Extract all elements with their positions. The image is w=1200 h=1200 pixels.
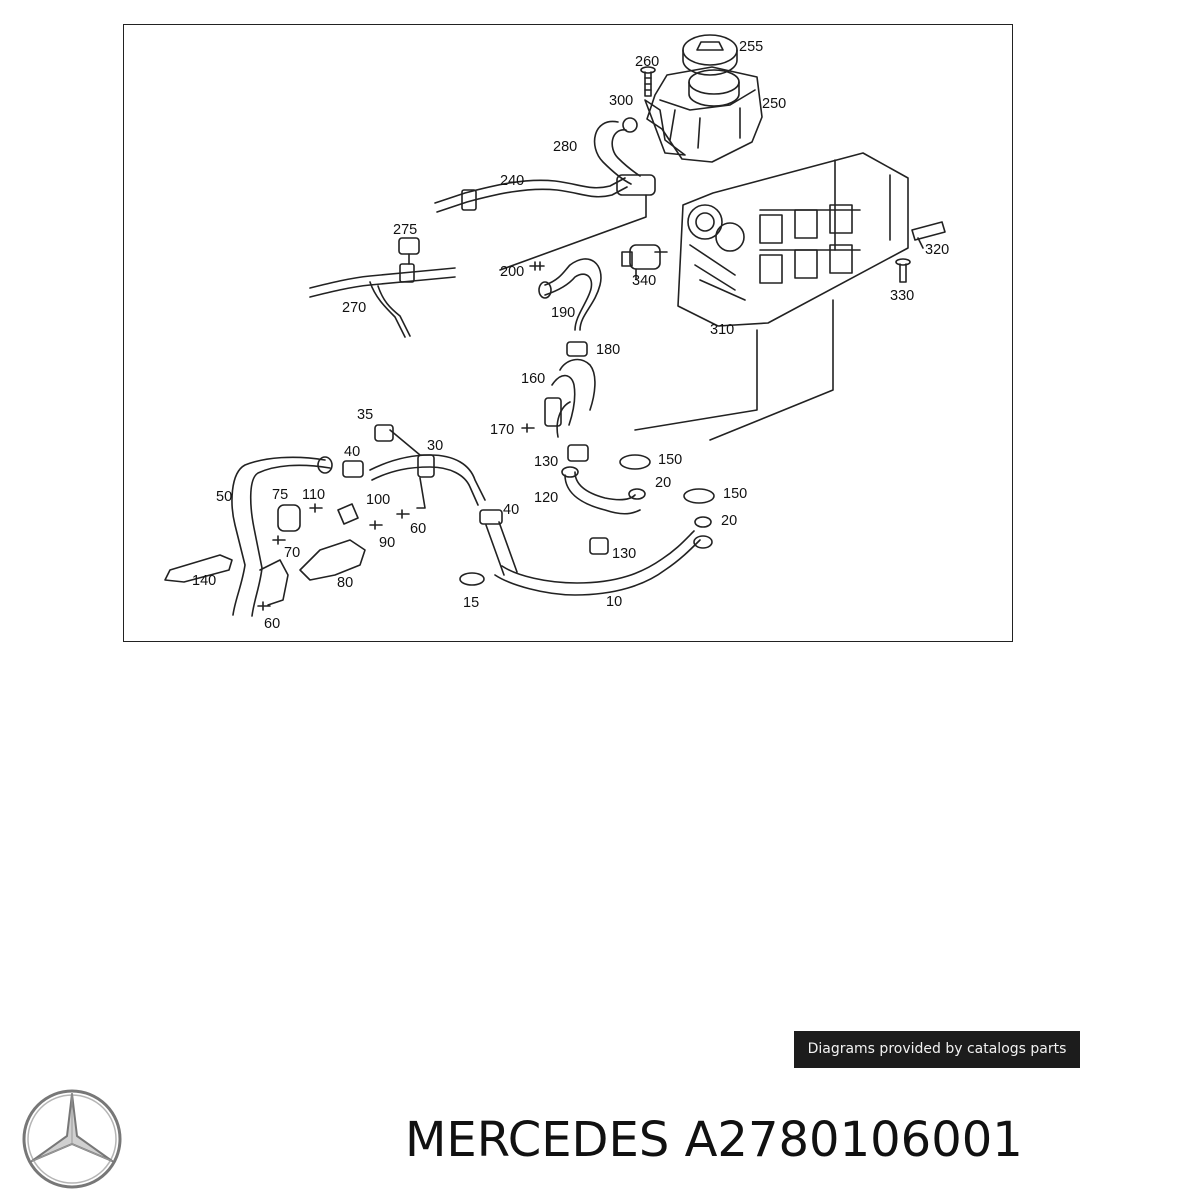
- callout-label: 340: [632, 273, 656, 289]
- clamp-130-top-drawing: [567, 444, 589, 462]
- clamp-40-drawing: [342, 460, 364, 478]
- hose-40-straight-drawing: [485, 521, 518, 576]
- parts-diagram: 255 260 250 300 280 240 275 200 340 320 …: [164, 34, 949, 632]
- clip-75-drawing: [277, 504, 301, 532]
- bolt-260-drawing: [640, 66, 656, 97]
- fastener-set-drawing: [257, 503, 410, 611]
- sensor-320-drawing: [911, 221, 946, 249]
- callout-label: 160: [521, 371, 545, 387]
- hose-50-drawing: [231, 456, 331, 617]
- reservoir-cap-drawing: [682, 34, 738, 76]
- valve-340-drawing: [621, 244, 668, 280]
- callout-label: 20: [721, 513, 737, 529]
- hose-120-drawing: [564, 471, 641, 515]
- clamp-150-top-drawing: [619, 454, 651, 470]
- callout-label: 15: [463, 595, 479, 611]
- bracket-60-drawing: [259, 559, 289, 606]
- callout-label: 280: [553, 139, 577, 155]
- bolt-330-drawing: [895, 258, 911, 283]
- callout-label: 250: [762, 96, 786, 112]
- clamp-130-bottom-drawing: [589, 537, 609, 555]
- callout-label: 100: [366, 492, 390, 508]
- callout-label: 60: [264, 616, 280, 632]
- callout-label: 170: [490, 422, 514, 438]
- hose-190-drawing: [544, 258, 602, 331]
- seal-20-bottom-drawing: [694, 516, 712, 528]
- callout-label: 130: [534, 454, 558, 470]
- callout-label: 150: [723, 486, 747, 502]
- brand-name: MERCEDES: [405, 1112, 670, 1168]
- expansion-tank-drawing: [644, 66, 763, 163]
- callout-label: 60: [410, 521, 426, 537]
- callout-label: 275: [393, 222, 417, 238]
- hose-240-clip-drawing: [461, 189, 477, 211]
- bracket-100-drawing: [337, 503, 359, 525]
- clamp-275-drawing: [398, 237, 420, 255]
- callout-label: 300: [609, 93, 633, 109]
- callout-label: 80: [337, 575, 353, 591]
- callout-label: 110: [302, 487, 325, 503]
- callout-label: 330: [890, 288, 914, 304]
- callout-label: 40: [503, 502, 519, 518]
- callout-label: 200: [500, 264, 524, 280]
- callout-label: 70: [284, 545, 300, 561]
- callout-label: 40: [344, 444, 360, 460]
- callout-label: 270: [342, 300, 366, 316]
- hose-160-drawing: [551, 358, 596, 438]
- clamp-150-bottom-drawing: [683, 488, 715, 504]
- callout-label: 150: [658, 452, 682, 468]
- callout-label: 130: [612, 546, 636, 562]
- part-number: A2780106001: [684, 1112, 1023, 1168]
- clamp-180-drawing: [566, 341, 588, 357]
- connector-240-drawing: [616, 174, 656, 196]
- callout-label: 310: [710, 322, 734, 338]
- callout-label: 260: [635, 54, 659, 70]
- hose-240-drawing: [434, 177, 628, 213]
- callout-label: 255: [739, 39, 763, 55]
- bracket-140-drawing: [164, 554, 233, 583]
- clamp-35-drawing: [374, 424, 394, 442]
- clamp-300-drawing: [622, 117, 638, 133]
- clamp-15-drawing: [459, 572, 485, 586]
- intercooler-310-drawing: [634, 152, 909, 441]
- part-title: MERCEDES A2780106001: [405, 1106, 1023, 1174]
- callout-label: 50: [216, 489, 232, 505]
- watermark-badge: Diagrams provided by catalogs parts: [794, 1031, 1080, 1068]
- callout-label: 140: [192, 573, 216, 589]
- callout-labels: 255 260 250 300 280 240 275 200 340 320 …: [192, 39, 949, 632]
- callout-label: 90: [379, 535, 395, 551]
- callout-label: 30: [427, 438, 443, 454]
- callout-label: 20: [655, 475, 671, 491]
- callout-label: 320: [925, 242, 949, 258]
- callout-label: 180: [596, 342, 620, 358]
- callout-label: 75: [272, 487, 288, 503]
- callout-label: 35: [357, 407, 373, 423]
- callout-label: 10: [606, 594, 622, 610]
- bracket-80-drawing: [299, 539, 366, 581]
- hose-270-drawing: [309, 267, 456, 298]
- parts-diagram-frame: [123, 24, 1013, 642]
- callout-label: 240: [500, 173, 524, 189]
- seal-20-top-drawing: [628, 488, 646, 500]
- pipe-10-drawing: [494, 530, 701, 596]
- mercedes-star-icon: [22, 1089, 122, 1189]
- callout-label: 120: [534, 490, 558, 506]
- callout-label: 190: [551, 305, 575, 321]
